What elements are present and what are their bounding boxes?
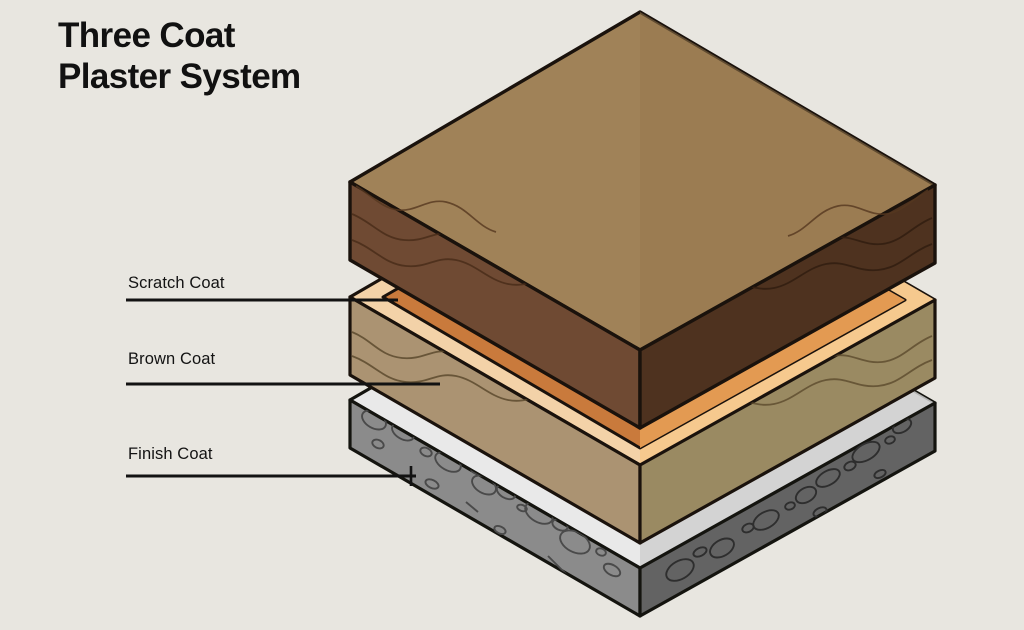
brown-coat-right-face (638, 298, 937, 545)
layer-scratch-coat (348, 10, 937, 430)
scratch-coat-top-face-shade (640, 12, 935, 350)
label-brown-coat: Brown Coat (128, 350, 216, 368)
leader-lines (126, 298, 440, 486)
page-title: Three Coat Plaster System (58, 16, 301, 96)
scratch-coat-rim-texture (355, 185, 929, 237)
scratch-coat-right-face (638, 183, 937, 430)
label-scratch-coat: Scratch Coat (128, 274, 225, 292)
label-finish-coat: Finish Coat (128, 445, 213, 463)
